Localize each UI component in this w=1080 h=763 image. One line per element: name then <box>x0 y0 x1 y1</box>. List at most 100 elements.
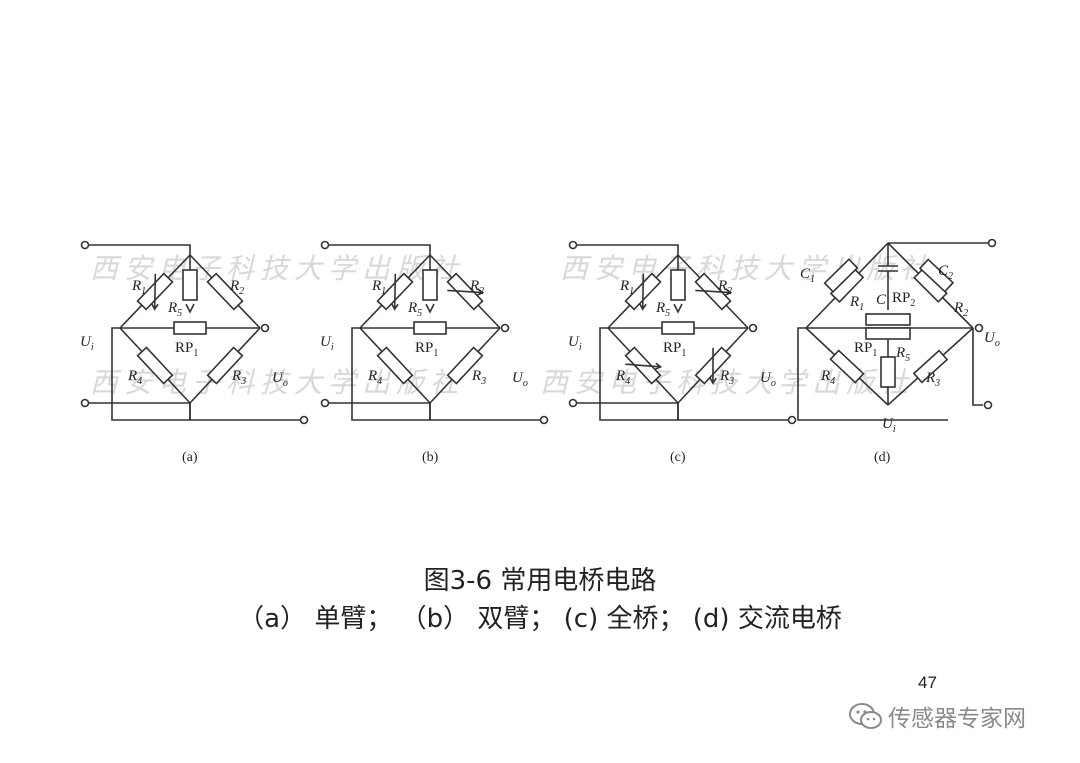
variable-arrow <box>625 363 661 368</box>
output-wire-bottom <box>189 403 300 421</box>
variable-arrowhead <box>476 288 485 297</box>
resistor-body <box>206 346 244 385</box>
resistor-r5 <box>422 269 438 301</box>
output-terminal <box>500 323 510 333</box>
label-r5: R5 <box>895 345 910 364</box>
resistor-body <box>446 346 484 385</box>
input-terminal-bottom <box>568 398 578 408</box>
resistor-body <box>912 349 949 384</box>
input-wire-top <box>89 244 191 255</box>
wiper-arrow <box>673 303 683 314</box>
label-rp1: RP1 <box>663 340 686 359</box>
resistor-body <box>823 258 859 293</box>
output-terminal-bottom <box>539 415 549 425</box>
label-r3: R3 <box>471 368 486 387</box>
label-rp1: RP1 <box>415 340 438 359</box>
resistor-body <box>376 346 414 385</box>
variable-arrowhead <box>391 303 399 311</box>
resistor-r5 <box>670 269 686 301</box>
figure-subtitle: （a） 单臂； （b） 双臂； (c) 全桥； (d) 交流电桥 <box>238 604 842 634</box>
resistor-rp1 <box>661 321 695 335</box>
brand-logo: 传感器专家网 <box>848 700 1026 732</box>
output-wire-bottom <box>677 403 788 421</box>
resistor-r3 <box>446 346 484 385</box>
variable-arrow <box>153 273 157 310</box>
label-ui: Ui <box>568 334 582 353</box>
label-rp2: RP2 <box>892 290 915 309</box>
variable-arrow <box>695 289 731 294</box>
label-c: C <box>876 292 887 308</box>
label-r3: R3 <box>925 370 940 389</box>
input-terminal-bottom <box>80 398 90 408</box>
output-terminal-bottom <box>299 415 309 425</box>
capacitor-c2 <box>918 258 955 293</box>
variable-arrowhead <box>639 303 647 311</box>
figure-title: 图3-6 常用电桥电路 <box>423 566 657 596</box>
label-ui: Ui <box>882 416 896 435</box>
variable-arrowhead <box>654 362 663 371</box>
panel-caption: (a) <box>182 450 198 465</box>
resistor-body <box>206 272 244 311</box>
input-terminal-bottom <box>320 398 330 408</box>
resistor-r2 <box>694 272 733 311</box>
brand-name: 传感器专家网 <box>888 706 1026 732</box>
resistor-body <box>829 349 865 384</box>
resistor-r1 <box>624 272 662 311</box>
wiper-arrow <box>185 303 195 314</box>
label-uo: Uo <box>512 370 528 389</box>
variable-arrow <box>641 273 645 310</box>
input-terminal-top <box>80 240 90 250</box>
watermark-text: 西安电子科技大学出版社 <box>90 252 464 285</box>
panel-caption: (c) <box>670 450 686 465</box>
resistor-r1 <box>136 272 174 311</box>
resistor-r5 <box>880 356 896 388</box>
label-ui: Ui <box>80 334 94 353</box>
variable-arrowhead <box>151 303 159 311</box>
label-ui: Ui <box>320 334 334 353</box>
label-r1: R1 <box>849 294 864 313</box>
resistor-rp2 <box>865 313 911 326</box>
wechat-icon <box>849 703 882 729</box>
variable-arrow <box>393 273 397 310</box>
resistor-r2 <box>206 272 244 311</box>
output-terminal-top <box>987 238 997 248</box>
label-r5: R5 <box>655 300 670 319</box>
output-terminal-bottom <box>787 415 797 425</box>
output-terminal <box>260 323 270 333</box>
resistor-body <box>136 346 174 385</box>
resistor-r3 <box>912 349 949 384</box>
resistor-r3 <box>694 346 732 385</box>
label-r5: R5 <box>407 300 422 319</box>
watermark-text: 西安电子科技大学出版社 <box>560 252 934 285</box>
resistor-r4 <box>829 349 865 384</box>
input-wire-top <box>577 244 679 255</box>
variable-arrowhead <box>724 288 733 297</box>
resistor-r4 <box>136 346 174 385</box>
variable-arrow <box>447 289 483 294</box>
panel-caption: (b) <box>422 450 439 465</box>
resistor-body <box>918 258 955 293</box>
label-r5: R5 <box>167 300 182 319</box>
resistor-r1 <box>376 272 414 311</box>
variable-arrowhead <box>709 377 717 385</box>
resistor-r4 <box>376 346 414 385</box>
resistor-r3 <box>206 346 244 385</box>
resistor-r4 <box>624 346 663 385</box>
variable-arrow <box>712 347 714 384</box>
input-wire-right <box>972 328 983 406</box>
resistor-rp1 <box>173 321 207 335</box>
input-wire <box>797 327 948 421</box>
input-terminal-top <box>568 240 578 250</box>
label-uo: Uo <box>984 330 1000 349</box>
label-rp1: RP1 <box>175 340 198 359</box>
input-wire-top <box>329 244 431 255</box>
page-number: 47 <box>918 673 937 692</box>
resistor-rp1 <box>865 327 911 340</box>
output-wire-bottom <box>429 403 540 421</box>
label-rp1: RP1 <box>854 340 877 359</box>
wiper-arrow <box>425 303 435 314</box>
